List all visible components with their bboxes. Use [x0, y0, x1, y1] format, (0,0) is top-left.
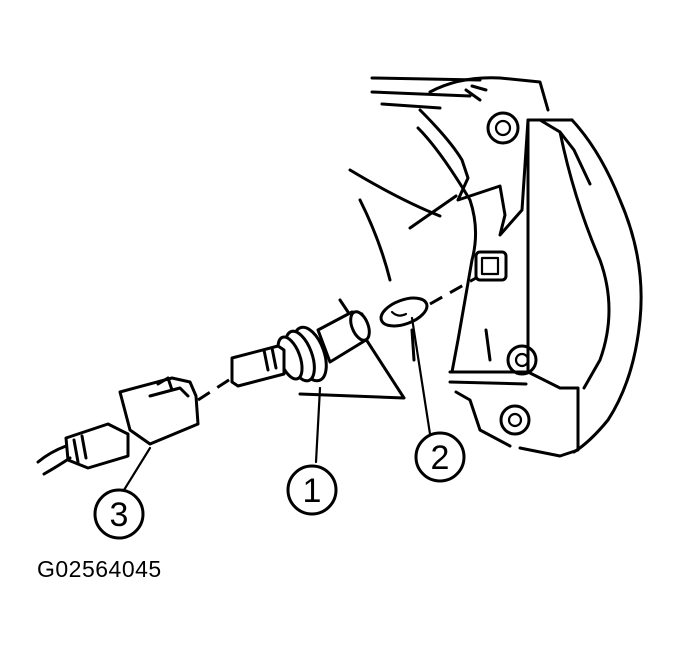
bracket-assembly — [298, 76, 643, 458]
callout-2-label: 2 — [431, 439, 450, 477]
callout-3: 3 — [93, 488, 145, 540]
figure-id: G02564045 — [37, 556, 162, 582]
leader-lines — [122, 316, 432, 492]
callout-1: 1 — [286, 464, 338, 516]
sensor-part-1 — [230, 310, 371, 388]
callout-1-label: 1 — [303, 472, 322, 510]
callout-2: 2 — [414, 431, 466, 483]
callout-3-label: 3 — [110, 496, 129, 534]
connector-part-3 — [36, 376, 233, 476]
cap-part-2 — [379, 276, 477, 328]
